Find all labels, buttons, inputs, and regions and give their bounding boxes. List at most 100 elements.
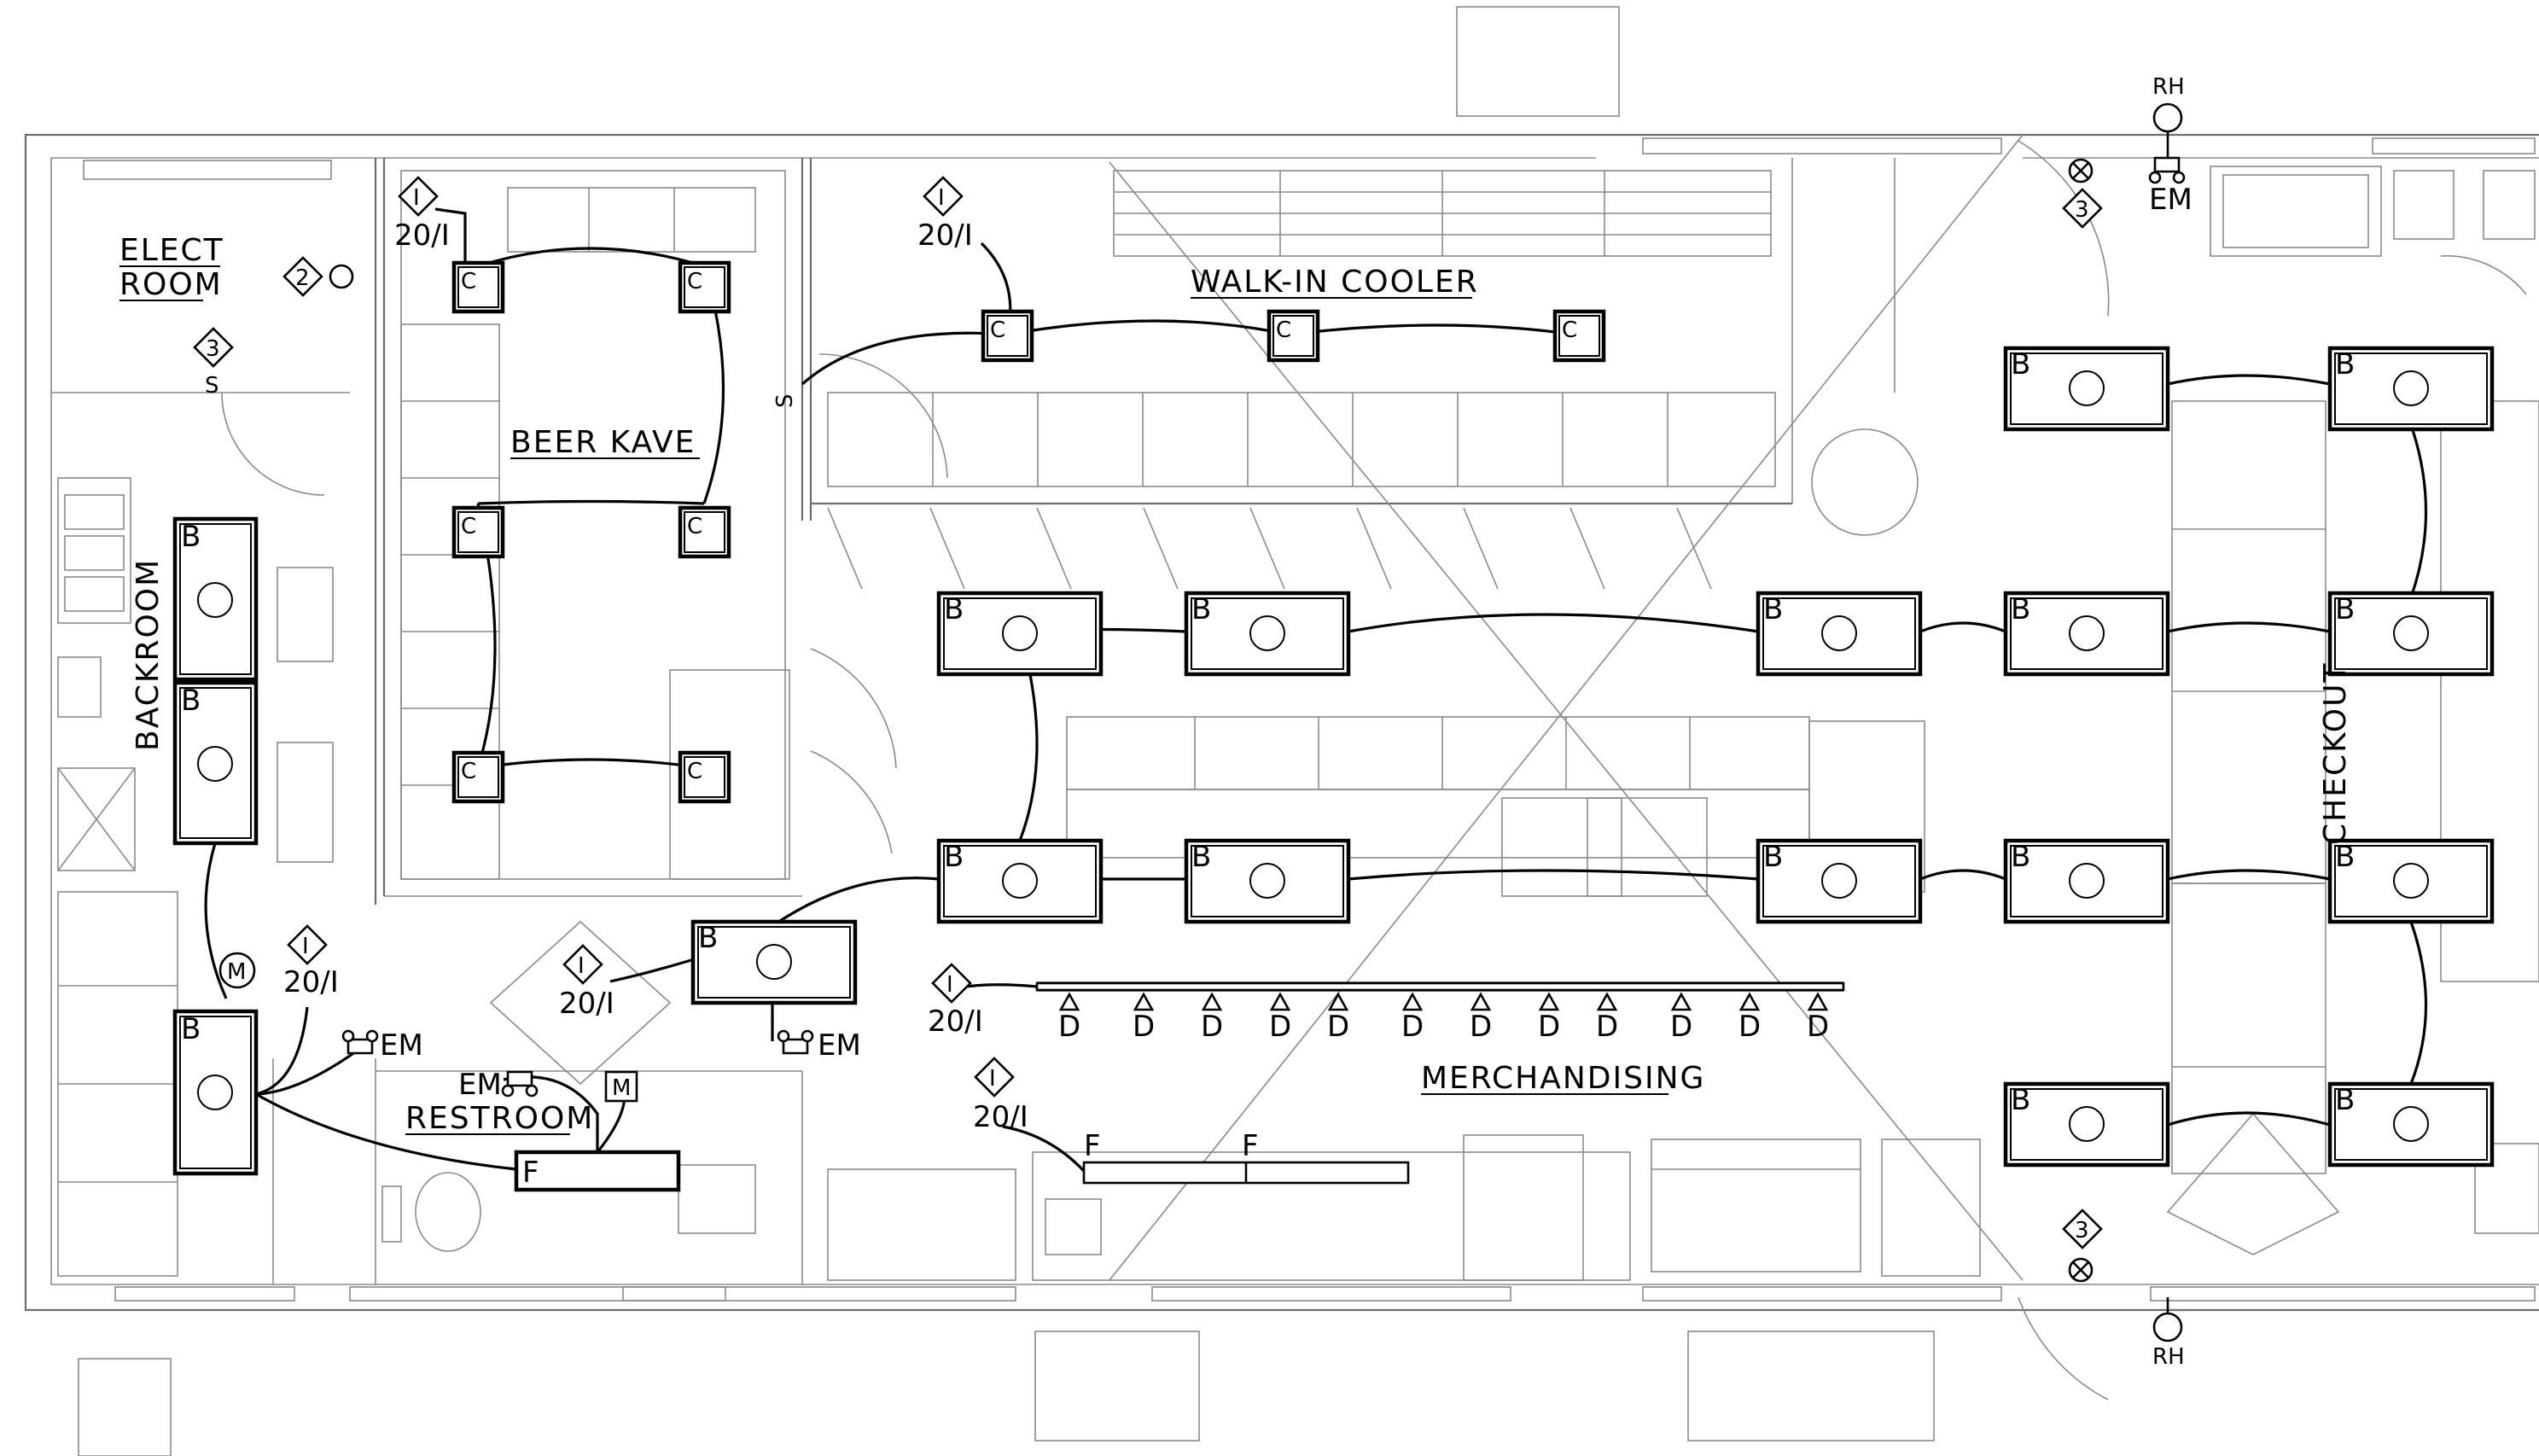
light-fixture-c[interactable]: C xyxy=(678,750,731,804)
exit-sign[interactable] xyxy=(2068,1257,2094,1283)
light-fixture-d[interactable]: D xyxy=(1269,992,1291,1044)
light-fixture-b[interactable]: B xyxy=(172,680,259,846)
light-fixture-c[interactable]: C xyxy=(451,260,505,314)
motion-sensor[interactable]: M xyxy=(218,952,256,989)
fixture-tag: B xyxy=(944,592,964,626)
room-label-backroom: BACKROOM xyxy=(131,558,166,751)
fixture-tag: B xyxy=(1191,592,1211,626)
remote-head-label: RH xyxy=(2152,74,2185,100)
emergency-label: EM xyxy=(458,1068,502,1102)
fixture-tag: D xyxy=(1670,1010,1692,1044)
fixture-tag: B xyxy=(2011,1083,2030,1117)
light-fixture-c[interactable]: C xyxy=(1552,309,1606,363)
light-fixture-c[interactable]: C xyxy=(451,750,505,804)
light-fixture-c[interactable]: C xyxy=(678,505,731,559)
room-label-elect-2: ROOM xyxy=(119,267,223,302)
switch-tag[interactable]: 3S xyxy=(193,327,234,399)
light-fixture-b[interactable]: B xyxy=(2327,838,2495,924)
room-label-underlines xyxy=(119,265,1668,1135)
switch-tag[interactable]: 3 xyxy=(2062,1208,2103,1249)
light-fixture-b[interactable]: B xyxy=(2003,591,2170,677)
light-fixture-d[interactable]: D xyxy=(1470,992,1492,1044)
light-fixture-c[interactable]: C xyxy=(451,505,505,559)
fixture-tag: B xyxy=(2335,840,2355,874)
light-fixture-d[interactable]: D xyxy=(1738,992,1761,1044)
remote-head-light[interactable]: RH xyxy=(2152,1297,2185,1370)
light-fixture-b[interactable]: B xyxy=(1756,838,1923,924)
light-fixture-d[interactable]: D xyxy=(1401,992,1424,1044)
light-fixture-d[interactable]: D xyxy=(1538,992,1560,1044)
circuit-tag[interactable]: I 20/I xyxy=(394,176,450,253)
fixture-tag: B xyxy=(698,921,718,955)
motion-sensor[interactable]: M xyxy=(604,1070,638,1103)
light-fixture-b[interactable]: B xyxy=(1184,591,1351,677)
light-fixture-b[interactable]: B xyxy=(2003,346,2170,432)
emergency-light[interactable]: EM xyxy=(777,1028,861,1063)
light-fixture-b[interactable]: B xyxy=(936,838,1104,924)
light-fixture-d[interactable]: D xyxy=(1058,992,1080,1044)
fixture-tag: D xyxy=(1738,1010,1761,1044)
devices: EM EM EM EM RH RH M M xyxy=(218,74,2193,1370)
fixture-tag: F xyxy=(1084,1129,1101,1163)
fixture-tag: F xyxy=(1242,1129,1259,1163)
switch-number: 3 xyxy=(2075,197,2089,223)
light-fixture-d[interactable]: D xyxy=(1807,992,1829,1044)
remote-head-label: RH xyxy=(2152,1344,2185,1370)
light-fixture-b[interactable]: B xyxy=(2327,591,2495,677)
light-fixture-d[interactable]: D xyxy=(1327,992,1349,1044)
circuit-number: I xyxy=(938,185,945,211)
fixture-tag: B xyxy=(181,684,201,718)
fixture-tag: B xyxy=(2335,592,2355,626)
light-fixture-b[interactable]: B xyxy=(1184,838,1351,924)
switch-tag[interactable]: 2 xyxy=(282,256,354,297)
circuit-tag[interactable]: I20/I xyxy=(559,944,614,1021)
emergency-light[interactable]: EM xyxy=(458,1068,539,1102)
light-fixture-b[interactable]: B xyxy=(2003,1081,2170,1168)
type-d-track: D D D D D D D D D D D D xyxy=(1035,981,1845,1044)
fixture-tag: C xyxy=(687,759,702,784)
light-fixture-b[interactable]: B xyxy=(172,1009,259,1176)
circuit-tag[interactable]: I20/I xyxy=(928,963,983,1039)
fixture-tag: F xyxy=(522,1156,539,1190)
fixture-tag: C xyxy=(1276,317,1291,343)
light-fixture-b[interactable]: B xyxy=(690,919,858,1005)
circuit-tag[interactable]: I20/I xyxy=(973,1057,1028,1134)
circuit-tag[interactable]: I20/I xyxy=(283,924,339,999)
switch-number: 2 xyxy=(295,265,310,291)
light-fixture-d[interactable]: D xyxy=(1596,992,1618,1044)
light-fixture-d[interactable]: D xyxy=(1201,992,1223,1044)
fixture-tag: C xyxy=(687,269,702,294)
fixture-tag: D xyxy=(1401,1010,1424,1044)
fixture-tag: D xyxy=(1538,1010,1560,1044)
switch-tag[interactable]: 3 xyxy=(2062,188,2103,229)
light-fixture-c[interactable]: C xyxy=(981,309,1034,363)
light-fixture-d[interactable]: D xyxy=(1670,992,1692,1044)
fixture-tag: B xyxy=(1763,840,1783,874)
circuit-tag[interactable]: I 20/I xyxy=(917,176,973,253)
emergency-light[interactable]: EM xyxy=(341,1028,423,1063)
light-fixture-c[interactable]: C xyxy=(678,260,731,314)
light-fixture-b[interactable]: B xyxy=(172,516,259,682)
circuit-number: I xyxy=(413,185,420,211)
remote-head-light[interactable]: RH xyxy=(2152,74,2185,158)
light-fixture-b[interactable]: B xyxy=(2327,346,2495,432)
light-fixture-d[interactable]: D xyxy=(1133,992,1155,1044)
emergency-label: EM xyxy=(380,1028,423,1063)
light-fixture-b[interactable]: B xyxy=(2327,1081,2495,1168)
switch-label: S xyxy=(772,393,798,408)
light-fixture-b[interactable]: B xyxy=(2003,838,2170,924)
emergency-label: EM xyxy=(818,1028,861,1063)
fixture-tag: D xyxy=(1470,1010,1492,1044)
emergency-light[interactable]: EM xyxy=(2148,156,2193,217)
type-b-fixtures: B B B B B B B xyxy=(172,346,2495,1176)
light-fixture-c[interactable]: C xyxy=(1267,309,1320,363)
circuit-label: 20/I xyxy=(394,218,450,253)
circuit-label: 20/I xyxy=(917,218,973,253)
light-fixture-f[interactable]: F xyxy=(514,1150,681,1192)
light-fixture-b[interactable]: B xyxy=(936,591,1104,677)
fixture-tag: D xyxy=(1269,1010,1291,1044)
light-fixture-b[interactable]: B xyxy=(1756,591,1923,677)
switch-number: 3 xyxy=(2075,1218,2089,1243)
exit-sign[interactable] xyxy=(2068,158,2094,183)
